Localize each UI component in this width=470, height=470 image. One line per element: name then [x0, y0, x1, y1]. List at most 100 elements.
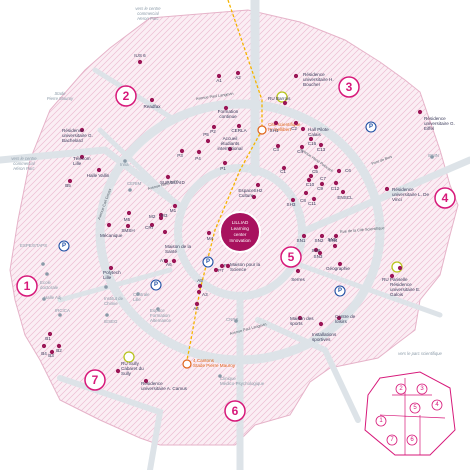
- place-c9[interactable]: C9: [317, 181, 325, 191]
- place-sn4[interactable]: SN4: [329, 233, 339, 243]
- place-c10[interactable]: C10: [306, 177, 315, 187]
- place-c2[interactable]: C2: [291, 120, 299, 131]
- place-b5[interactable]: B5: [65, 178, 73, 188]
- place-p5[interactable]: P5: [203, 132, 211, 144]
- place-b3[interactable]: B3: [48, 349, 54, 358]
- place-c12[interactable]: C12: [331, 180, 340, 191]
- grey-place-halle-adj[interactable]: Halle Adj.: [42, 295, 63, 301]
- place-p3[interactable]: P3: [177, 148, 185, 158]
- place-c16[interactable]: C16: [308, 136, 317, 146]
- place-sh2[interactable]: SH2: [254, 182, 263, 193]
- place-halle-vallin[interactable]: Halle Vallin: [87, 167, 110, 178]
- place-sup-suaid[interactable]: SUP/SUAID: [160, 174, 185, 185]
- place-m5[interactable]: M5: [124, 210, 132, 222]
- zone-6[interactable]: 6: [224, 400, 246, 422]
- zone-4[interactable]: 4: [434, 187, 456, 209]
- grey-place-cerim[interactable]: CERIM: [127, 181, 141, 192]
- place-g-ographie[interactable]: Géographie: [326, 261, 350, 271]
- place-m4[interactable]: M4: [207, 230, 214, 241]
- grey-place-cnrs[interactable]: CNRS: [226, 317, 239, 323]
- place-c3[interactable]: C3: [273, 143, 281, 152]
- place-c13[interactable]: C13: [317, 142, 326, 152]
- place-sh1[interactable]: SH1: [270, 120, 279, 133]
- tram-stop-4cantons[interactable]: 4 Cantons Stade Pierre Mauroy: [182, 358, 236, 369]
- place-b4[interactable]: B4: [41, 343, 47, 356]
- place-c11[interactable]: C11: [308, 196, 317, 206]
- place-c4[interactable]: C4: [297, 144, 305, 154]
- place-b2[interactable]: B2: [56, 343, 62, 353]
- mini-zone-3[interactable]: 3: [416, 383, 428, 395]
- place-smsh[interactable]: SMSH: [121, 223, 135, 233]
- restaurant-icon[interactable]: [276, 91, 288, 103]
- place-sh3[interactable]: SH3: [287, 197, 296, 207]
- place-c1[interactable]: C1: [280, 165, 286, 174]
- place-a6[interactable]: A6: [166, 258, 177, 267]
- parking-icon[interactable]: P: [334, 285, 346, 297]
- lilliad-center[interactable]: LILLIAD Learning center Innovation: [219, 211, 261, 253]
- place-cri[interactable]: CRI: [145, 222, 155, 230]
- place-c6[interactable]: C6: [336, 168, 351, 174]
- parking-icon[interactable]: P: [58, 240, 70, 252]
- place-p7[interactable]: P7: [213, 267, 224, 273]
- place-b1[interactable]: B1: [45, 331, 53, 341]
- restaurant-icon[interactable]: [123, 351, 135, 363]
- parking-icon[interactable]: P: [150, 279, 162, 291]
- zone-7[interactable]: 7: [84, 369, 106, 391]
- grey-place-espe-staps[interactable]: ESPE/STAPS: [20, 243, 47, 266]
- mini-zone-2[interactable]: 2: [395, 383, 407, 395]
- place-c5[interactable]: C5: [312, 164, 318, 174]
- mini-zone-1[interactable]: 1: [375, 415, 387, 427]
- place-readfax[interactable]: Readfax: [143, 97, 161, 109]
- tram-stop-cite[interactable]: Cité scientifique Pr Gellibert: [257, 122, 301, 135]
- place-sn3[interactable]: SN3: [314, 250, 323, 259]
- place-ru-barrois[interactable]: RU Barrois: [268, 96, 291, 106]
- zone-3[interactable]: 3: [338, 76, 360, 98]
- place-ius-6[interactable]: IUS 6: [134, 53, 146, 65]
- place-ru-pariselle[interactable]: RU Pariselle: [382, 265, 408, 282]
- mini-zone-4[interactable]: 4: [431, 399, 443, 411]
- place-enscl[interactable]: ENSCL: [337, 189, 353, 200]
- mini-zone-7[interactable]: 7: [386, 434, 398, 446]
- zone-1[interactable]: 1: [16, 275, 38, 297]
- place-a3[interactable]: A3: [196, 289, 208, 297]
- parking-icon[interactable]: P: [202, 256, 214, 268]
- parking-icon[interactable]: P: [365, 121, 377, 133]
- zone-5[interactable]: 5: [280, 246, 302, 268]
- place-sn2[interactable]: SN2: [315, 233, 325, 243]
- place-c7[interactable]: C7: [308, 173, 326, 181]
- grey-place-ieseg[interactable]: IESEG: [104, 313, 118, 324]
- mini-zone-5[interactable]: 5: [409, 402, 421, 414]
- place-a2[interactable]: A2: [235, 70, 241, 80]
- place-m-canique[interactable]: Mécanique: [100, 222, 123, 238]
- place-sn5[interactable]: SN5: [328, 237, 338, 249]
- place-a1[interactable]: A1: [216, 73, 222, 83]
- place-p2[interactable]: P2: [210, 124, 216, 134]
- place-c8[interactable]: C8: [300, 190, 309, 203]
- place-m2[interactable]: M2: [149, 212, 164, 219]
- place-a7[interactable]: A7: [160, 258, 169, 264]
- place-m3[interactable]: M3: [158, 213, 168, 221]
- place-sn1[interactable]: SN1: [297, 233, 307, 243]
- mini-zone-6[interactable]: 6: [406, 434, 418, 446]
- place-m1[interactable]: M1: [170, 203, 178, 213]
- zone-2[interactable]: 2: [115, 85, 137, 107]
- place-p4[interactable]: P4: [195, 149, 201, 161]
